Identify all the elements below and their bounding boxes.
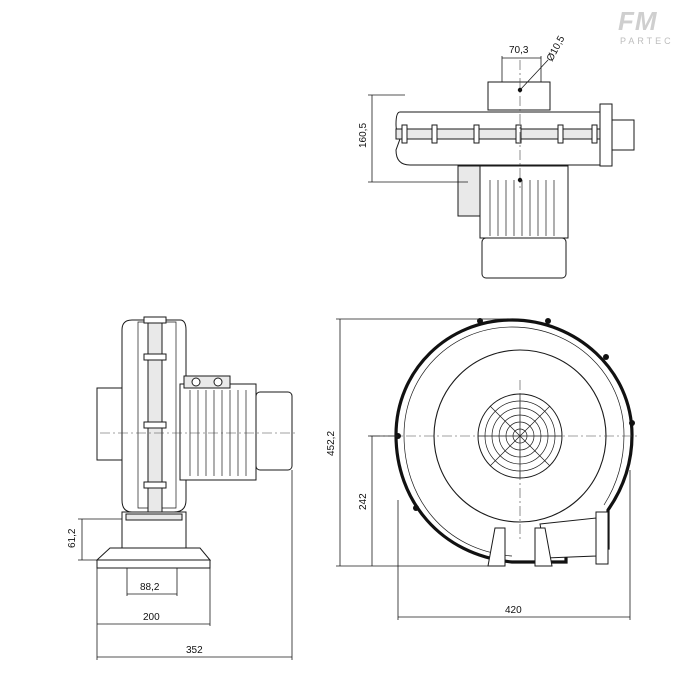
dim-foot-height: 61,2 — [67, 528, 78, 548]
dim-top-diameter: Ø10,5 — [545, 34, 568, 64]
dim-top-height: 160,5 — [358, 123, 369, 148]
dim-housing-width: 420 — [505, 605, 522, 616]
top-center-point-lower — [517, 177, 523, 183]
logo-subtitle: PARTEC — [620, 36, 674, 46]
side-motor-fan-cover — [255, 391, 293, 471]
side-cable-gland — [191, 377, 201, 387]
front-outlet-flange — [595, 511, 609, 565]
side-flange-bolts — [143, 316, 167, 489]
front-housing-bolts — [395, 318, 635, 511]
top-motor-fins — [489, 180, 555, 236]
top-inlet-duct — [611, 119, 635, 151]
brand-logo: FM PARTEC — [618, 6, 674, 46]
side-base-slope — [95, 547, 212, 561]
top-motor-body — [479, 165, 569, 239]
front-view: 452,2 242 420 — [326, 318, 640, 620]
front-volute-housing — [394, 318, 634, 564]
front-foot-right — [534, 527, 553, 567]
dim-overall-height: 452,2 — [326, 431, 337, 456]
top-view: 70,3 Ø10,5 160,5 — [358, 34, 635, 279]
top-housing-lower — [395, 138, 613, 166]
side-motor-body — [179, 383, 257, 481]
side-cable-gland-2 — [213, 377, 223, 387]
top-flange-bolts — [401, 124, 598, 144]
top-inlet-flange — [599, 103, 613, 167]
dim-overall-length: 352 — [186, 645, 203, 656]
top-outlet-stub — [487, 81, 551, 111]
front-foot-left — [487, 527, 506, 567]
side-terminal-box — [183, 375, 231, 389]
dim-top-width: 70,3 — [509, 45, 529, 56]
side-view: 61,2 88,2 200 352 — [67, 316, 296, 660]
dim-leader-diameter — [519, 59, 549, 91]
logo-mark: FM — [618, 6, 658, 36]
side-base-plate — [96, 559, 211, 569]
dim-base-width: 200 — [143, 612, 160, 623]
dim-foot-spacing: 88,2 — [140, 582, 160, 593]
dim-shaft-height: 242 — [358, 493, 369, 510]
top-motor-fan-cover — [481, 237, 567, 279]
